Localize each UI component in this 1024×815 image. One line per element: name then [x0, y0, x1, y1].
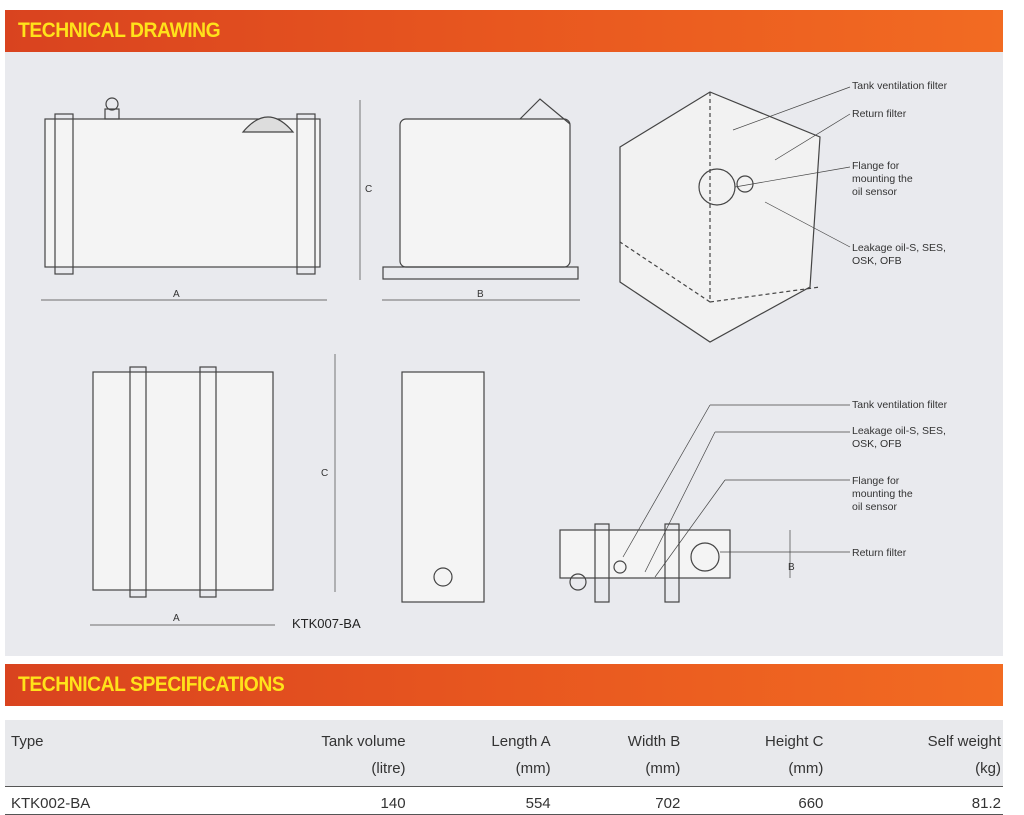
col-volume: Tank volume(litre) — [321, 733, 406, 777]
model-label: KTK007-BA — [292, 616, 361, 631]
label-return-filter: Return filter — [852, 108, 907, 120]
label-flange-2: Flange for mounting the oil sensor — [852, 475, 913, 513]
label-leakage-oil: Leakage oil-S, SES, OSK, OFB — [852, 242, 946, 267]
label-ventilation-filter-2: Tank ventilation filter — [852, 399, 948, 411]
dim-c: C — [365, 184, 373, 195]
section-header-specs: TECHNICAL SPECIFICATIONS — [5, 664, 1003, 706]
col-type: Type — [11, 733, 44, 750]
col-weight: Self weight(kg) — [927, 733, 1001, 777]
table-row: KTK002-BA 140 554 702 660 81.2 — [5, 786, 1003, 815]
dim-a-2: A — [173, 613, 180, 624]
label-return-filter-2: Return filter — [852, 547, 907, 559]
technical-drawing-panel: Tank ventilation filter Return filter Fl… — [5, 52, 1003, 656]
dim-b: B — [477, 289, 484, 300]
label-ventilation-filter: Tank ventilation filter — [852, 80, 948, 92]
col-width: Width B(mm) — [627, 733, 681, 777]
section-header-drawing: TECHNICAL DRAWING — [5, 10, 1003, 52]
dim-b-2: B — [788, 562, 795, 573]
label-leakage-oil-2: Leakage oil-S, SES, OSK, OFB — [852, 425, 946, 450]
table-header-row: Type Tank volume(litre) Length A(mm) Wid… — [5, 720, 1003, 787]
col-length: Length A(mm) — [491, 733, 551, 777]
label-flange: Flange for mounting the oil sensor — [852, 160, 913, 198]
col-height: Height C(mm) — [765, 733, 824, 777]
specs-table: Type Tank volume(litre) Length A(mm) Wid… — [5, 720, 1003, 815]
technical-drawing-image — [41, 86, 851, 626]
dim-c-2: C — [321, 468, 329, 479]
dim-a: A — [173, 289, 180, 300]
